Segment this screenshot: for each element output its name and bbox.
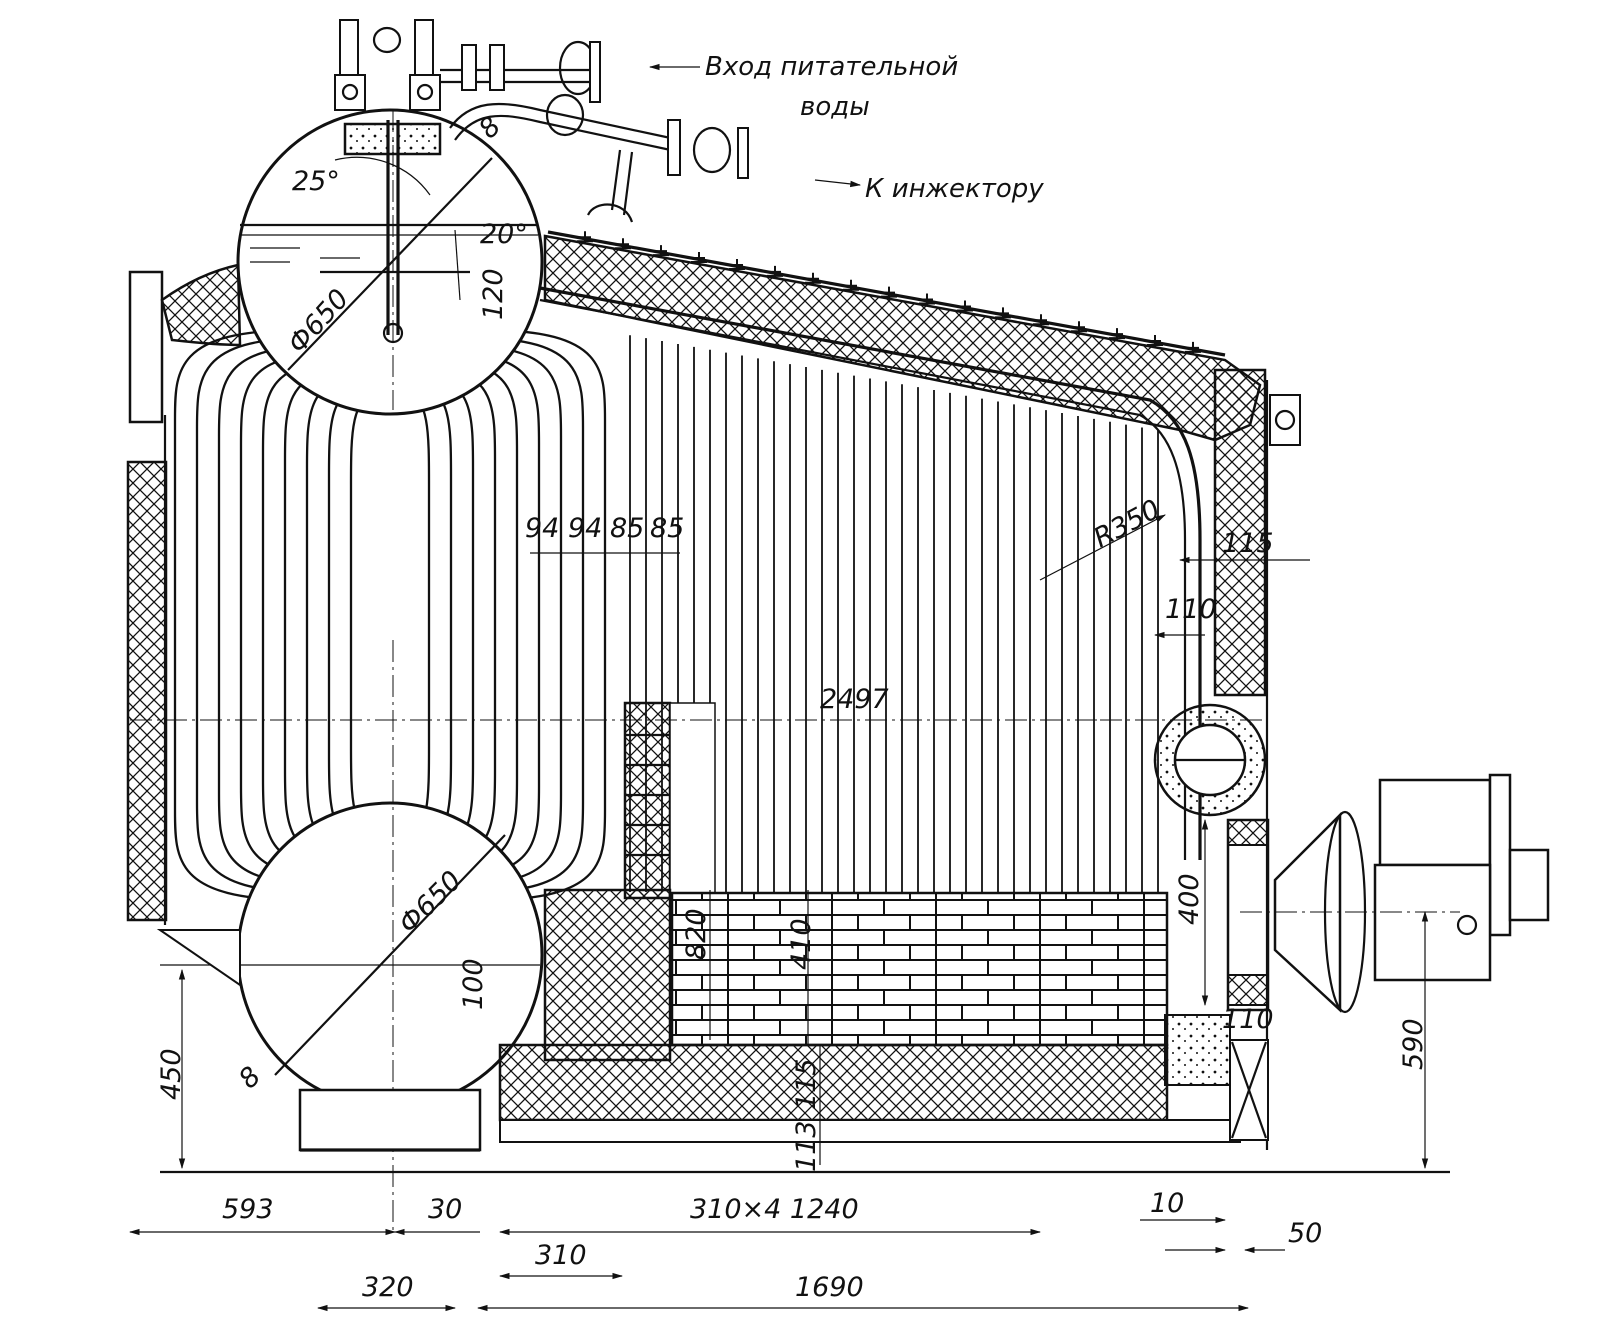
dim-410: 410 bbox=[786, 918, 817, 970]
tube bbox=[464, 344, 563, 886]
injector-label: К инжектору bbox=[865, 174, 1044, 204]
roof-bolt bbox=[1071, 321, 1087, 334]
dim-593: 593 bbox=[222, 1194, 274, 1225]
dim-85a: 85 bbox=[610, 513, 644, 544]
tube bbox=[217, 344, 321, 886]
roof-bolt bbox=[1109, 328, 1125, 341]
dim-113: 113 bbox=[791, 1120, 822, 1172]
left-wall bbox=[126, 263, 242, 925]
roof-bolt bbox=[729, 258, 745, 271]
dim-100: 100 bbox=[458, 958, 489, 1010]
tube bbox=[454, 352, 541, 878]
fan-assembly bbox=[1100, 703, 1550, 1014]
roof-bolt bbox=[957, 300, 973, 313]
tube bbox=[349, 392, 381, 838]
roof-bolt bbox=[577, 231, 593, 244]
dim-85b: 85 bbox=[650, 513, 684, 544]
firebox bbox=[160, 701, 1450, 1174]
tube bbox=[424, 376, 475, 854]
tube bbox=[283, 368, 351, 862]
dim-320: 320 bbox=[362, 1272, 414, 1303]
tube bbox=[327, 384, 371, 846]
dim-2497: 2497 bbox=[820, 684, 889, 715]
tube bbox=[434, 368, 497, 862]
lower-wall-label: 8 bbox=[233, 1061, 267, 1095]
water-tubes bbox=[173, 328, 1159, 902]
roof-bolts bbox=[577, 231, 1201, 354]
dim-30: 30 bbox=[428, 1194, 462, 1225]
feed-water-label-2: воды bbox=[800, 92, 870, 122]
dim-r350: R350 bbox=[1089, 494, 1166, 554]
tube bbox=[484, 328, 607, 902]
roof-bolt bbox=[1185, 341, 1201, 354]
right-wall bbox=[1213, 368, 1301, 1150]
roof-bolt bbox=[1033, 314, 1049, 327]
dim-450: 450 bbox=[156, 1048, 187, 1100]
dim-94a: 94 bbox=[525, 513, 559, 544]
dim-10: 10 bbox=[1150, 1188, 1184, 1219]
dim-110-right: 110 bbox=[1165, 594, 1217, 625]
tube bbox=[444, 360, 519, 870]
roof-bolt bbox=[615, 238, 631, 251]
dim-310: 310 bbox=[535, 1240, 587, 1271]
dim-400: 400 bbox=[1174, 873, 1205, 925]
dimension-lines bbox=[128, 63, 1429, 1312]
angle-20-label: 20° bbox=[480, 219, 528, 250]
dim-115-base: 115 bbox=[791, 1058, 822, 1110]
dim-820: 820 bbox=[681, 908, 712, 960]
upper-drum bbox=[236, 108, 544, 416]
roof-bolt bbox=[767, 265, 783, 278]
angle-25-label: 25° bbox=[292, 166, 340, 197]
dim-94b: 94 bbox=[568, 513, 602, 544]
roof-bolt bbox=[691, 252, 707, 265]
roof-bolt bbox=[995, 307, 1011, 320]
roof-bolt bbox=[881, 286, 897, 299]
roof-bolt bbox=[919, 293, 935, 306]
roof-bolt bbox=[1147, 335, 1163, 348]
dim-590: 590 bbox=[1398, 1018, 1429, 1070]
roof-bolt bbox=[843, 279, 859, 292]
dim-115-right: 115 bbox=[1222, 528, 1274, 559]
lower-drum bbox=[156, 640, 544, 1230]
dim-310x4: 310×4 1240 bbox=[690, 1194, 859, 1225]
dim-50: 50 bbox=[1288, 1218, 1322, 1249]
feed-piping bbox=[334, 19, 749, 223]
tube bbox=[474, 336, 585, 894]
tube bbox=[195, 336, 311, 894]
tube bbox=[404, 392, 431, 838]
tube bbox=[414, 384, 453, 846]
tube bbox=[173, 328, 301, 902]
roof-bolt bbox=[653, 245, 669, 258]
dim-120: 120 bbox=[478, 268, 509, 320]
dim-1690: 1690 bbox=[795, 1272, 864, 1303]
feed-water-label: Вход питательной bbox=[705, 52, 958, 82]
roof-bolt bbox=[805, 272, 821, 285]
dim-110-low: 110 bbox=[1222, 1004, 1274, 1035]
